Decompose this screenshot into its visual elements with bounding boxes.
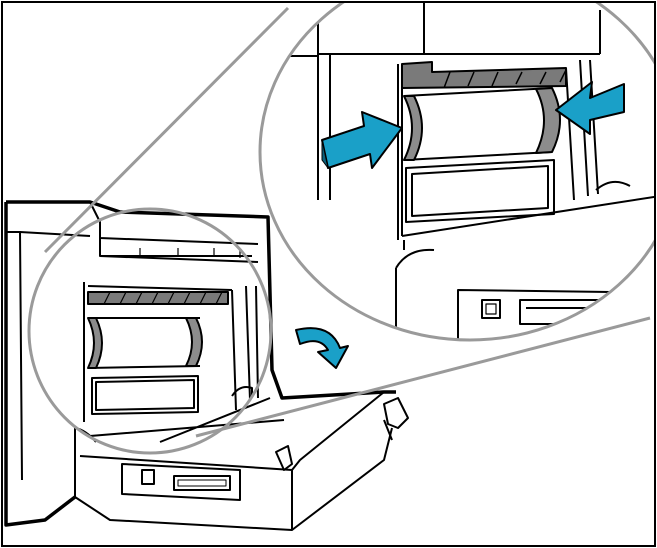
roller-large bbox=[403, 87, 553, 161]
push-left-arrow-icon bbox=[555, 81, 625, 135]
door-panel-large bbox=[457, 289, 611, 340]
latch-left bbox=[275, 445, 293, 471]
lower-window-large bbox=[405, 159, 555, 223]
feed-teeth-small bbox=[103, 291, 223, 305]
right-hinge-large bbox=[595, 180, 631, 191]
open-door-arrow bbox=[295, 327, 349, 369]
roller-end-right-small bbox=[185, 317, 203, 367]
roller-end-right-large bbox=[535, 87, 561, 154]
door-panel bbox=[121, 463, 241, 501]
right-hinge bbox=[231, 386, 253, 398]
roller-end-left-small bbox=[87, 317, 103, 369]
cavity-walls-large bbox=[397, 59, 599, 240]
door-button bbox=[141, 469, 155, 485]
door-button-large bbox=[481, 299, 501, 319]
door-slot-inner bbox=[177, 479, 227, 487]
lower-window-small bbox=[91, 375, 199, 415]
door-slot bbox=[173, 475, 231, 491]
curved-arrow-icon bbox=[295, 327, 349, 369]
cavity-frame bbox=[83, 282, 259, 422]
push-right-arrow-icon bbox=[321, 111, 403, 169]
shelf-ticks bbox=[139, 248, 241, 258]
feed-teeth-large bbox=[443, 69, 567, 89]
detail-wall-lines bbox=[260, 0, 601, 200]
door-button-inner-large bbox=[485, 303, 497, 315]
latch-right bbox=[383, 397, 409, 441]
roller-end-left-large bbox=[403, 95, 423, 161]
open-door bbox=[74, 391, 393, 531]
zoom-connector-top bbox=[43, 6, 290, 254]
roller-small bbox=[87, 317, 201, 369]
printer-top-lip bbox=[89, 201, 259, 245]
push-right-arrow-shade bbox=[321, 139, 329, 169]
zoom-circle-small bbox=[27, 207, 273, 455]
squeeze-arrows bbox=[321, 81, 625, 169]
zoom-circle-large bbox=[258, 0, 657, 342]
zoom-connector-bottom bbox=[195, 316, 651, 438]
output-shelf bbox=[99, 238, 259, 263]
printer-left-panel bbox=[6, 231, 91, 481]
zoom-detail bbox=[260, 0, 657, 340]
printer-body bbox=[4, 200, 409, 531]
door-edge-large bbox=[395, 195, 657, 340]
